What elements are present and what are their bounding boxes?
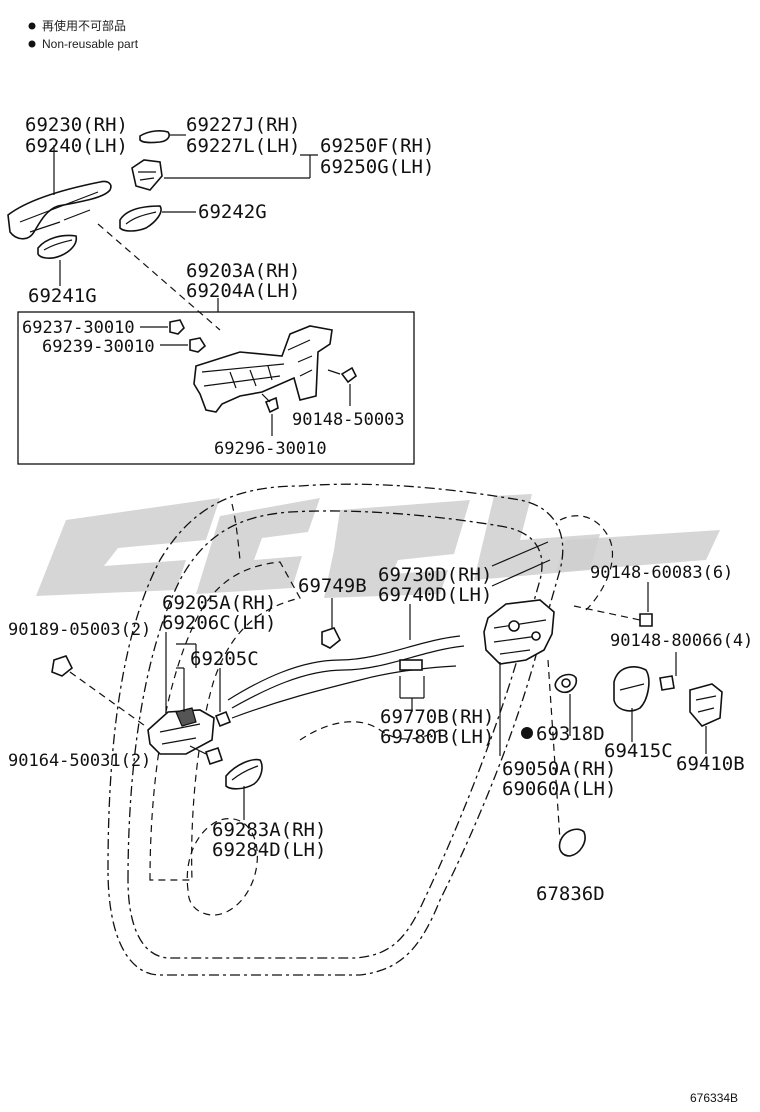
plug-67836D [558, 828, 586, 857]
clip-90189 [51, 655, 74, 677]
striker-cover [613, 666, 650, 712]
label-69242G: 69242G [198, 201, 267, 223]
label-90189: 90189-05003(2) [8, 620, 151, 640]
handle-cap [139, 130, 170, 144]
leader-lines-bottom [165, 541, 707, 820]
handle-frame [193, 325, 333, 413]
label-69203A: 69203A(RH) [186, 260, 300, 282]
clip-69749B [321, 627, 342, 649]
frame-assembly-group [169, 319, 358, 414]
label-69205C: 69205C [190, 648, 259, 670]
cable-69730D [227, 635, 461, 701]
screw-90148-50003 [340, 366, 358, 384]
label-90148-50003: 90148-50003 [292, 410, 405, 430]
label-69050A: 69050A(RH) [502, 758, 616, 780]
labels-top: 69230(RH) 69240(LH) 69227J(RH) 69227L(LH… [25, 114, 434, 307]
handle-pad [131, 159, 163, 191]
screw-90148-60083 [639, 613, 653, 627]
nut-69237 [169, 319, 185, 335]
label-69206C: 69206C(LH) [162, 612, 276, 634]
label-90148-80066: 90148-80066(4) [610, 631, 753, 651]
label-69250F: 69250F(RH) [320, 135, 434, 157]
label-69410B: 69410B [676, 753, 745, 775]
illustration-id: 676334B [690, 1091, 738, 1105]
label-69780B: 69780B(LH) [380, 726, 494, 748]
label-69230: 69230(RH) [25, 114, 128, 136]
label-69318D: 69318D [536, 723, 605, 745]
label-69237: 69237-30010 [22, 318, 135, 338]
label-69740D: 69740D(LH) [378, 584, 492, 606]
door-striker [689, 683, 723, 727]
nut-69239 [189, 337, 207, 353]
labels-bottom: 69749B 69730D(RH) 69740D(LH) 90148-60083… [8, 563, 753, 905]
label-69730D: 69730D(RH) [378, 564, 492, 586]
outside-handle-group [7, 130, 170, 259]
non-reusable-bullet-icon [521, 727, 533, 739]
frame-labels: 69237-30010 69239-30010 90148-50003 6929… [22, 318, 405, 459]
label-69415C: 69415C [604, 740, 673, 762]
label-90164: 90164-50031(2) [8, 751, 151, 771]
label-69204A: 69204A(LH) [186, 280, 300, 302]
rear-gasket [37, 234, 78, 259]
legend: 再使用不可部品 Non-reusable part [28, 18, 139, 51]
label-90148-60083: 90148-60083(6) [590, 563, 733, 583]
screw-90148-80066 [659, 675, 675, 691]
legend-en-text: Non-reusable part [42, 37, 139, 51]
label-69227J: 69227J(RH) [186, 114, 300, 136]
label-69250G: 69250G(LH) [320, 156, 434, 178]
legend-bullet-icon [28, 40, 36, 48]
label-69240: 69240(LH) [25, 135, 128, 157]
bolt-69205C [214, 710, 232, 728]
legend-jp-text: 再使用不可部品 [42, 18, 126, 33]
inside-handle-lever [175, 707, 197, 727]
door-lock [483, 599, 555, 665]
label-69060A: 69060A(LH) [502, 778, 616, 800]
label-69283A: 69283A(RH) [212, 819, 326, 841]
inside-handle [225, 758, 263, 790]
frame-leaders [140, 326, 351, 436]
label-69749B: 69749B [298, 575, 367, 597]
legend-bullet-icon [28, 22, 36, 30]
label-69227L: 69227L(LH) [186, 135, 300, 157]
label-69296: 69296-30010 [214, 439, 327, 459]
rod-joint [399, 659, 423, 671]
label-69770B: 69770B(RH) [380, 706, 494, 728]
screw-90164 [204, 746, 224, 766]
label-69205A: 69205A(RH) [162, 592, 276, 614]
handle-gasket [119, 205, 162, 232]
outside-handle [7, 180, 112, 240]
lower-parts [51, 598, 723, 857]
label-69241G: 69241G [28, 285, 97, 307]
label-67836D: 67836D [536, 883, 605, 905]
label-69284D: 69284D(LH) [212, 839, 326, 861]
watermark-logo [36, 494, 720, 598]
frame-assembly-box [17, 311, 415, 465]
label-69239: 69239-30010 [42, 337, 155, 357]
